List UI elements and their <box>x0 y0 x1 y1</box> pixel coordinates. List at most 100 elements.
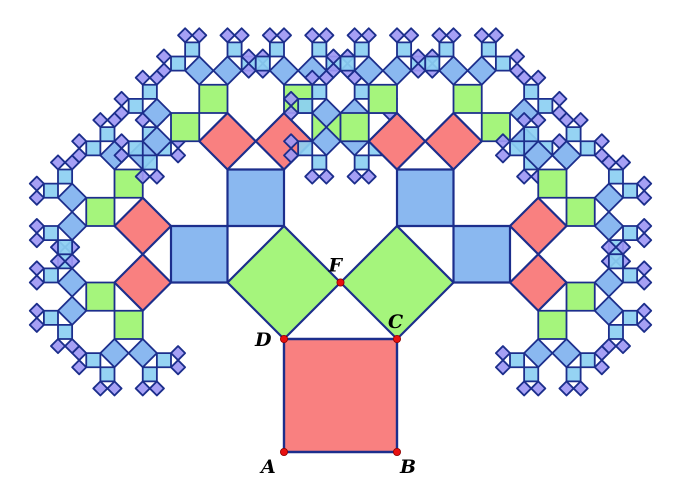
tree-square-level-2 <box>395 168 455 228</box>
tree-square-level-7 <box>261 27 278 44</box>
tree-square-level-7 <box>593 359 610 376</box>
tree-square-level-7 <box>113 147 130 164</box>
point-a-marker <box>279 447 288 456</box>
tree-square-level-5 <box>57 295 88 326</box>
tree-square-level-7 <box>134 380 151 397</box>
tree-square-level-3 <box>508 196 568 256</box>
tree-square-level-6 <box>480 41 497 58</box>
point-b-marker <box>392 447 401 456</box>
tree-square-level-7 <box>155 62 172 79</box>
tree-square-level-7 <box>445 27 462 44</box>
tree-square-level-4 <box>565 196 596 227</box>
tree-square-level-7 <box>600 154 617 171</box>
tree-square-level-3 <box>198 111 257 171</box>
tree-square-level-6 <box>85 140 102 157</box>
tree-square-level-7 <box>155 48 172 65</box>
tree-square-level-7 <box>283 147 300 164</box>
point-f-marker <box>336 278 345 287</box>
tree-square-level-3 <box>113 253 173 312</box>
point-d-label: D <box>254 329 272 351</box>
tree-square-level-4 <box>367 83 398 114</box>
tree-square-level-5 <box>593 295 624 326</box>
tree-square-level-7 <box>113 90 130 107</box>
tree-point-labels: A B C D F <box>254 255 416 479</box>
tree-square-level-7 <box>71 359 88 376</box>
tree-square-level-3 <box>113 196 173 256</box>
tree-square-level-6 <box>127 140 144 157</box>
tree-square-level-5 <box>593 267 624 298</box>
tree-square-level-7 <box>636 260 653 277</box>
tree-square-level-7 <box>572 380 589 397</box>
tree-square-level-7 <box>283 90 300 107</box>
tree-square-level-6 <box>57 239 74 256</box>
tree-square-level-6 <box>311 154 328 171</box>
tree-square-level-6 <box>184 41 201 58</box>
tree-square-level-7 <box>113 133 130 150</box>
tree-square-level-7 <box>304 69 321 86</box>
tree-square-level-7 <box>551 90 568 107</box>
tree-square-level-7 <box>233 27 250 44</box>
tree-square-level-6 <box>353 83 370 100</box>
tree-square-level-6 <box>509 352 526 369</box>
tree-square-level-7 <box>509 48 526 65</box>
tree-square-level-7 <box>410 62 427 79</box>
tree-square-level-6 <box>42 182 59 199</box>
tree-square-level-7 <box>113 105 130 121</box>
tree-square-level-7 <box>431 27 448 44</box>
point-d-marker <box>279 334 288 343</box>
point-c-label: C <box>388 311 403 333</box>
tree-square-level-6 <box>537 97 554 114</box>
tree-square-level-6 <box>155 352 172 369</box>
tree-square-level-6 <box>622 225 639 242</box>
tree-square-level-7 <box>487 27 504 44</box>
point-a-label: A <box>259 456 276 478</box>
tree-square-level-4 <box>565 281 596 312</box>
tree-square-level-7 <box>558 112 575 129</box>
tree-square-level-7 <box>636 316 653 333</box>
tree-square-level-7 <box>177 27 194 44</box>
tree-square-level-7 <box>28 175 45 192</box>
tree-square-level-6 <box>438 41 455 58</box>
tree-square-level-6 <box>297 140 314 157</box>
tree-square-level-7 <box>148 380 165 397</box>
tree-square-level-7 <box>28 260 45 277</box>
tree-square-level-7 <box>516 69 533 86</box>
tree-square-level-7 <box>28 302 45 319</box>
tree-square-level-7 <box>494 133 511 150</box>
tree-square-level-7 <box>615 239 631 256</box>
tree-square-level-6 <box>226 41 243 58</box>
tree-square-level-1 <box>226 224 342 341</box>
tree-square-level-7 <box>403 27 420 44</box>
tree-square-level-7 <box>494 359 511 376</box>
tree-square-level-7 <box>516 168 533 185</box>
tree-square-level-7 <box>50 154 66 171</box>
tree-square-level-6 <box>99 366 116 383</box>
point-f-label: F <box>328 255 344 277</box>
tree-square-level-6 <box>494 55 511 72</box>
tree-square-level-7 <box>636 189 653 206</box>
tree-square-level-7 <box>325 48 342 65</box>
tree-square-level-6 <box>141 154 158 171</box>
tree-square-level-7 <box>494 345 511 362</box>
tree-square-level-6 <box>622 309 639 326</box>
tree-square-level-7 <box>318 168 335 185</box>
tree-square-level-4 <box>85 281 116 312</box>
tree-square-level-5 <box>57 267 88 298</box>
tree-square-level-4 <box>339 112 370 143</box>
tree-square-level-6 <box>396 41 413 58</box>
tree-square-level-7 <box>636 274 653 291</box>
tree-square-level-6 <box>579 140 596 157</box>
tree-square-level-7 <box>615 338 631 355</box>
tree-square-level-7 <box>516 380 533 397</box>
tree-square-level-5 <box>212 55 243 86</box>
tree-square-level-7 <box>134 168 151 185</box>
point-c-marker <box>392 334 401 343</box>
tree-square-level-5 <box>551 338 582 369</box>
tree-square-level-6 <box>509 140 526 157</box>
tree-square-level-6 <box>353 154 370 171</box>
tree-square-level-7 <box>325 62 342 79</box>
tree-square-level-7 <box>170 345 187 362</box>
tree-square-level-3 <box>424 111 483 171</box>
tree-square-level-7 <box>28 274 45 291</box>
tree-square-level-6 <box>622 182 639 199</box>
